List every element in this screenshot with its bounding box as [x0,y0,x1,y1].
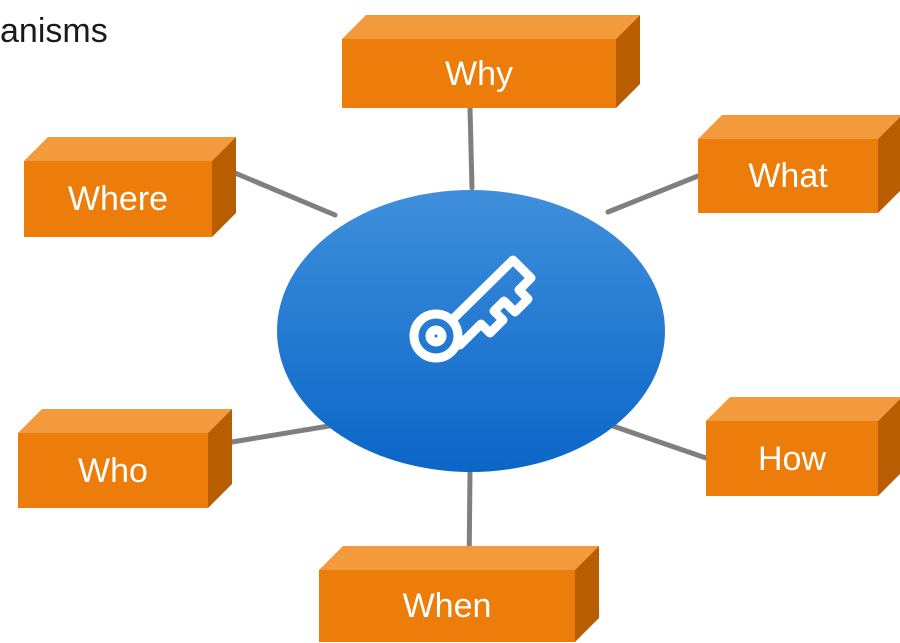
node-label-how: How [757,439,827,478]
connector-who [229,422,338,445]
slide-title: anisms [0,12,108,50]
connector-where [232,170,338,218]
box-what [698,115,900,213]
box-when [319,546,599,642]
connector-why [467,105,475,191]
box-how [706,397,900,496]
node-label-who: Who [78,451,148,490]
node-label-when: When [402,587,492,625]
box-where [24,137,236,237]
box-why [342,15,640,108]
connector-what [605,173,701,215]
node-label-why: Why [445,54,513,93]
box-who [18,409,232,508]
connector-how [607,422,709,461]
node-label-where: Where [67,180,169,218]
key-icon [409,255,536,363]
node-label-what: What [748,157,828,195]
